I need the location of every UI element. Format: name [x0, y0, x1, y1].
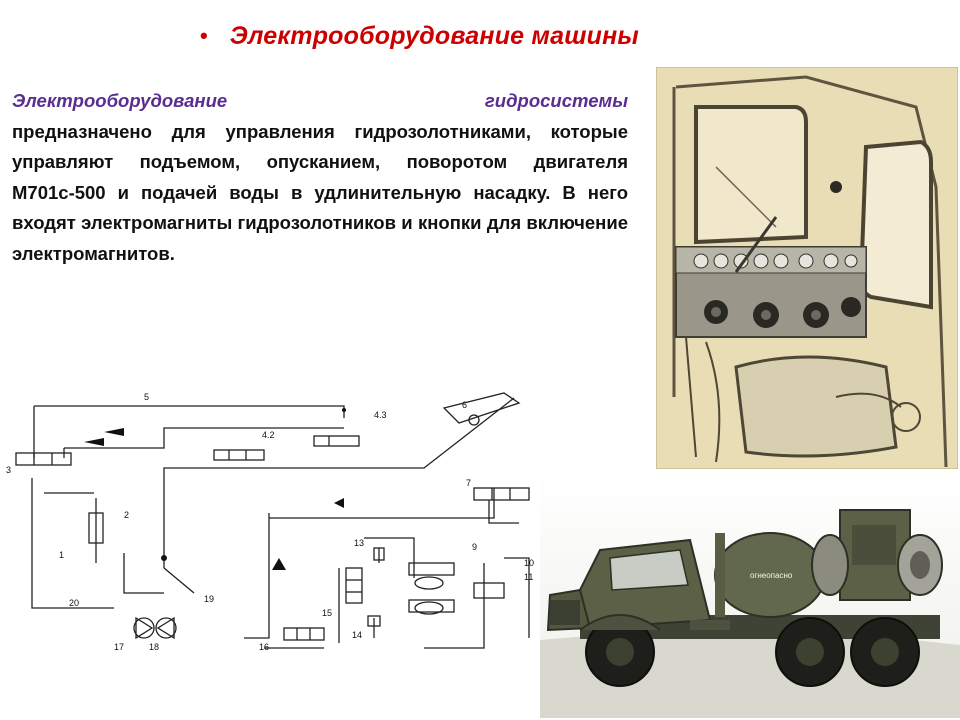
paragraph-lead-line: Электрооборудование гидросистемы: [12, 86, 628, 117]
truck-photo: огнеопасно: [540, 470, 960, 718]
schema-label-14: 14: [352, 630, 362, 640]
term-electro: Электрооборудование: [12, 90, 228, 111]
schema-label-3: 3: [6, 465, 11, 475]
schema-label-11: 11: [524, 572, 533, 582]
schema-label-17: 17: [114, 642, 124, 652]
cab-interior-illustration: [656, 67, 958, 469]
schema-label-20: 20: [69, 598, 79, 608]
schema-label-2: 2: [124, 510, 129, 520]
schema-label-5: 5: [144, 392, 149, 402]
slide-title-row: • Электрооборудование машины: [200, 16, 820, 56]
schema-label-19: 19: [204, 594, 214, 604]
hydraulic-schematic: 5 4.3 6 4.2 3 2 1 7 8 13 9 10 11 20 19 1…: [6, 392, 534, 652]
tank-lettering: огнеопасно: [750, 571, 793, 580]
paragraph-body: предназначено для управления гидрозолотн…: [12, 120, 628, 264]
schema-label-4-3: 4.3: [374, 410, 387, 420]
slide-title: Электрооборудование машины: [229, 21, 639, 50]
schema-label-13: 13: [354, 538, 364, 548]
term-hydro: гидросистемы: [484, 90, 628, 111]
schema-label-15: 15: [322, 608, 332, 618]
schema-label-16: 16: [259, 642, 269, 652]
schema-label-6: 6: [462, 400, 467, 410]
description-paragraph: Электрооборудование гидросистемы предназ…: [12, 86, 628, 269]
schema-label-1: 1: [59, 550, 64, 560]
title-bullet: •: [200, 23, 208, 48]
schema-label-10: 10: [524, 558, 534, 568]
schema-label-4-2: 4.2: [262, 430, 275, 440]
schema-label-18: 18: [149, 642, 159, 652]
schema-label-7: 7: [466, 478, 471, 488]
schema-label-9: 9: [472, 542, 477, 552]
